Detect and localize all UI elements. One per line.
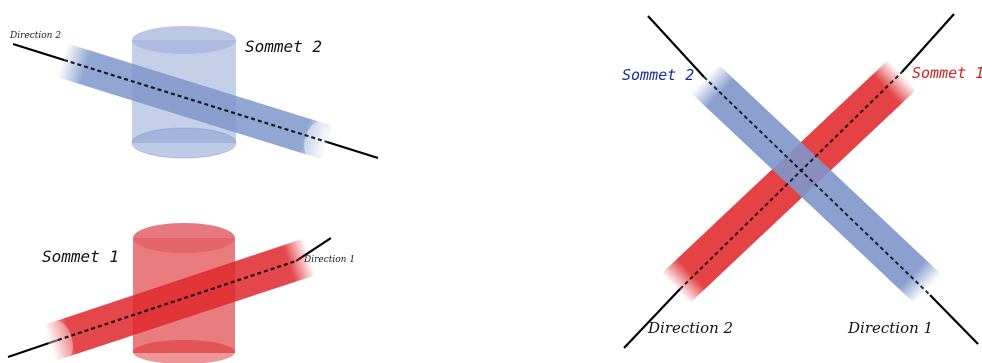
red-direction-line-top [901,13,955,73]
bottom-direction-label: Direction 1 [303,255,355,265]
top-direction-label: Direction 2 [9,31,61,41]
top-vertex-group: Direction 2 Sommet 2 [9,26,379,160]
blue-direction-line-bottom [929,294,979,345]
right-direction-1-label: Direction 1 [847,319,933,337]
red-direction-dashed [679,71,903,290]
right-blue-vertex-label: Sommet 2 [622,66,694,84]
top-vertex-label: Sommet 2 [245,37,322,56]
top-vertex-tube [57,43,333,160]
blue-direction-line-top [647,15,705,78]
blue-direction-dashed [703,76,931,296]
right-direction-2-label: Direction 2 [647,319,733,337]
direction-2-line [12,42,65,62]
blue-bar [690,64,942,303]
right-red-vertex-label: Sommet 1 [912,64,982,82]
bottom-vertex-label: Sommet 1 [42,247,119,266]
direction-2-line-end [326,140,379,160]
red-direction-line-bottom [623,288,681,349]
right-crossing-group: Sommet 2 Sommet 1 Direction 2 Direction … [622,13,982,349]
direction-2-dashed [63,58,328,144]
bottom-vertex-group: Sommet 1 Direction 1 [7,223,355,363]
